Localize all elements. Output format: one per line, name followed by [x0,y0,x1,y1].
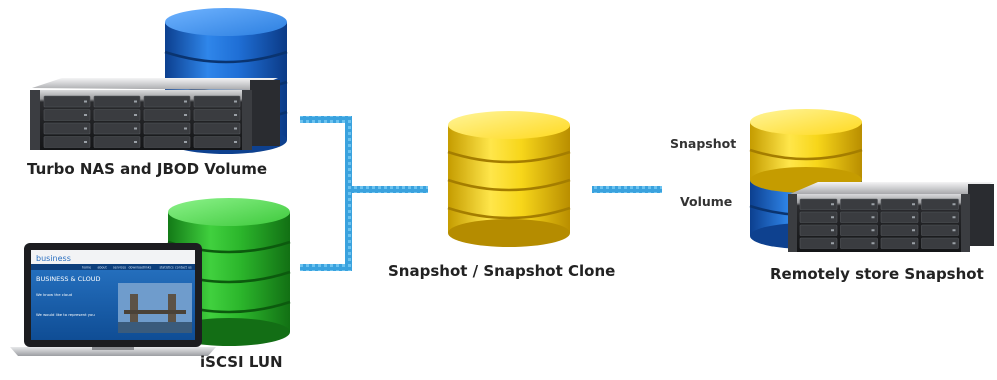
drive-bay-led [134,100,137,103]
laptop-nav-item: services [113,266,126,270]
laptop-screen-brand: business [36,254,71,263]
laptop-icon [10,243,216,356]
drive-bay-led [134,127,137,130]
drive-bay [840,198,878,210]
laptop-screen-paragraph-2: We would like to represent you [36,312,95,317]
drive-bay-led [84,141,87,143]
drive-bay-led [952,216,956,219]
remote-snapshot-cylinder-icon [749,109,863,193]
drive-bay [43,122,91,135]
drive-bay-led [134,141,137,143]
laptop-screen-headline: BUSINESS & CLOUD [36,275,101,283]
drive-bay-led [84,100,87,103]
drive-bay [143,109,191,121]
drive-bay [143,136,191,148]
drive-bay-led [952,229,956,232]
drive-bay [921,211,959,223]
drive-bay-led [234,114,237,116]
drive-bay-led [952,203,956,206]
drive-bay [193,95,241,108]
drive-bay-led [912,203,915,206]
drive-bay [921,198,959,210]
laptop-nav-item: home [82,266,91,270]
drive-bay-led [831,203,834,206]
drive-bay [143,122,191,135]
drive-bay-led [184,114,187,116]
drive-bay [93,109,141,121]
drive-bay-led [871,203,875,206]
drive-bay [143,95,191,108]
drive-bay [193,136,241,148]
volume-label: Volume [680,194,733,209]
yellow-snapshot-cylinder-icon [447,111,571,247]
drive-bay-led [912,229,915,232]
drive-bay-led [184,100,187,103]
drive-bay [799,224,838,236]
drive-bay [93,95,141,108]
drive-bay [193,109,241,121]
drive-bay-led [952,242,956,245]
drive-bay [921,237,959,249]
drive-bay [93,122,141,135]
drive-bay [799,198,838,210]
drive-bay-led [912,216,915,219]
drive-bay [880,237,919,249]
drive-bay-led [831,242,834,245]
drive-bay-led [831,229,834,232]
drive-bay [880,224,919,236]
connector-lines [300,116,662,271]
drive-bay [840,224,878,236]
laptop-nav-item: download [129,266,144,270]
drive-bay [43,109,91,121]
drive-bay [880,211,919,223]
drive-bay [43,95,91,108]
turbo-nas-label: Turbo NAS and JBOD Volume [27,160,268,178]
drive-bay [43,136,91,148]
snapshot-label: Snapshot [670,136,737,151]
drive-bay [93,136,141,148]
drive-bay [880,198,919,210]
drive-bay [193,122,241,135]
drive-bay-led [184,141,187,143]
drive-bay [799,211,838,223]
drive-bay [799,237,838,249]
drive-bay-led [84,114,87,116]
drive-bay-led [84,127,87,130]
snapshot-clone-label: Snapshot / Snapshot Clone [388,262,616,280]
laptop-nav-item: statistics [160,266,175,270]
laptop-screen-paragraph-1: We know the cloud [36,292,73,297]
drive-bay-led [871,216,875,219]
drive-bay-led [912,242,915,245]
drive-bay-led [831,216,834,219]
laptop-nav-item: contact us [175,266,192,270]
remote-store-label: Remotely store Snapshot [770,265,984,283]
turbo-nas-drive-bays [43,95,241,148]
drive-bay [840,237,878,249]
iscsi-lun-label: iSCSI LUN [200,353,283,371]
remote-nas-drive-bays [799,198,959,249]
drive-bay-led [184,127,187,130]
drive-bay-led [234,127,237,130]
drive-bay-led [134,114,137,116]
drive-bay-led [871,229,875,232]
drive-bay [921,224,959,236]
laptop-nav-item: about [98,266,108,270]
laptop-nav-item: links [144,266,152,270]
drive-bay [840,211,878,223]
drive-bay-led [234,141,237,143]
drive-bay-led [871,242,875,245]
drive-bay-led [234,100,237,103]
